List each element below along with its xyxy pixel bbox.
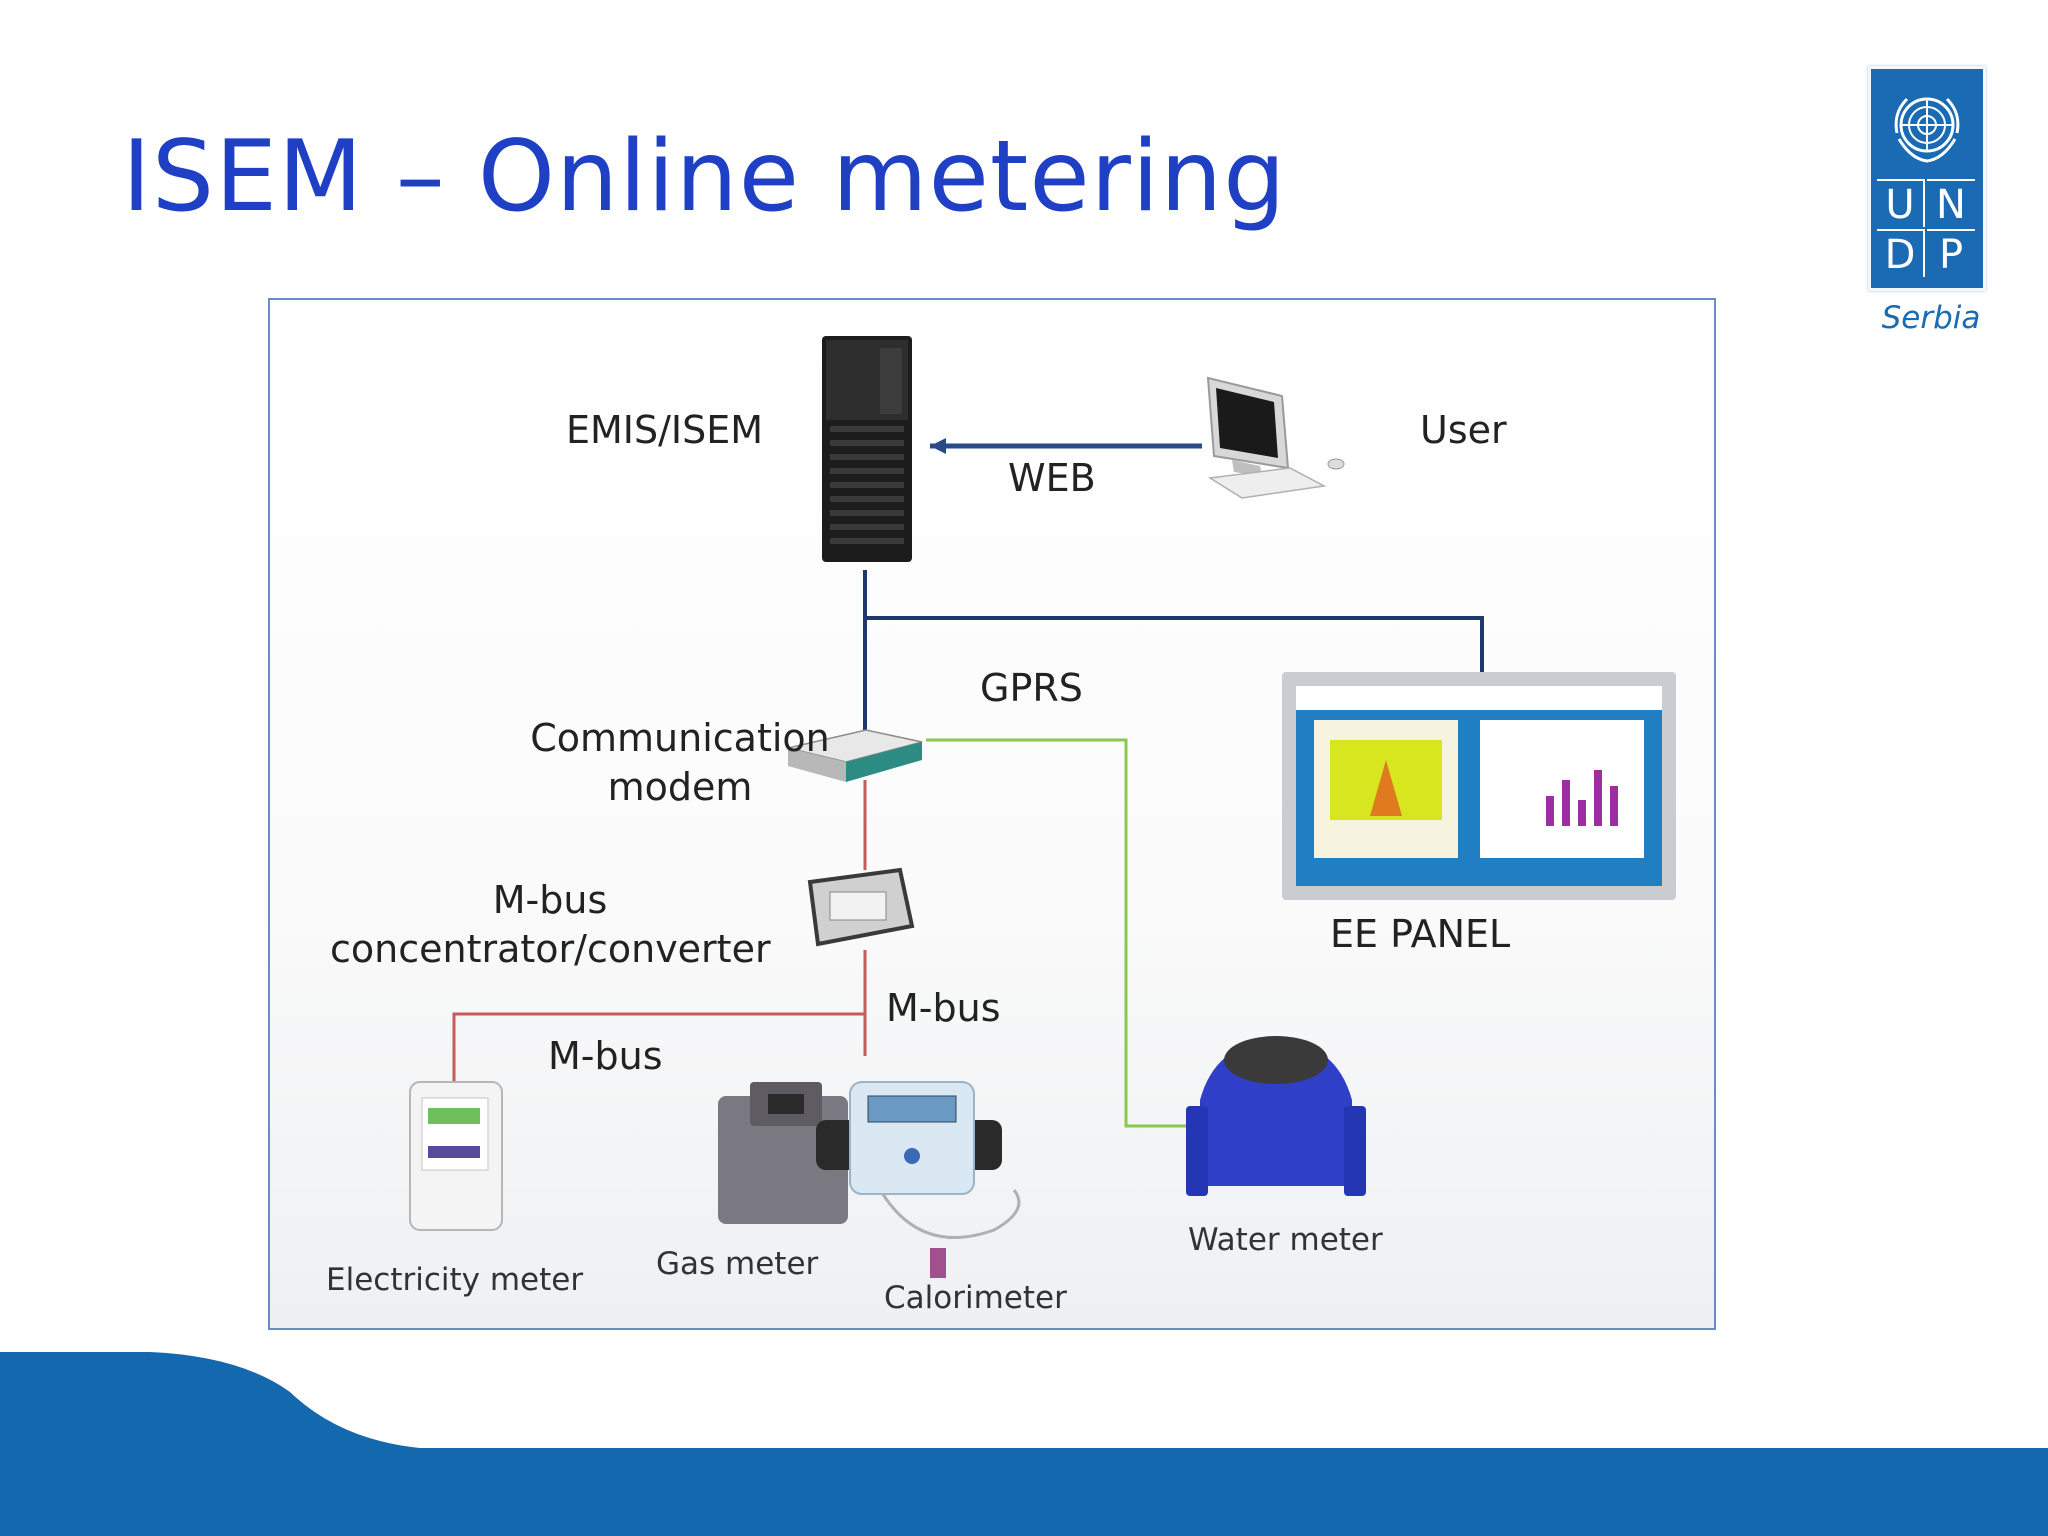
logo-letter-u: U (1877, 179, 1925, 228)
logo-letter-d: D (1877, 229, 1925, 278)
mbus-label-left: M-bus (548, 1034, 663, 1078)
undp-logo: U N D P (1868, 66, 1986, 291)
modem-label-line1: Communication (530, 716, 830, 760)
gprs-line (926, 738, 1192, 1128)
calorimeter-icon (816, 1081, 1021, 1278)
mbus-label-right: M-bus (886, 986, 1001, 1030)
logo-letter-p: P (1927, 229, 1975, 278)
computer-icon (1206, 376, 1345, 499)
modem-label-line2: modem (607, 765, 753, 810)
slide-title: ISEM – Online metering (122, 120, 1287, 234)
electricity-meter-icon (409, 1081, 503, 1231)
web-arrowhead (930, 438, 946, 454)
logo-letter-n: N (1927, 179, 1975, 228)
network-diagram (409, 336, 1676, 1278)
gas-meter-label: Gas meter (656, 1246, 819, 1282)
diagram-frame: EMIS/ISEM WEB User GPRS Communication mo… (268, 298, 1716, 1330)
server-label: EMIS/ISEM (566, 408, 764, 452)
ee-panel-label: EE PANEL (1330, 912, 1511, 956)
electricity-meter-label: Electricity meter (326, 1262, 584, 1298)
logo-caption: Serbia (1881, 300, 1981, 336)
modem-label: Communication modem (440, 714, 920, 813)
ee-panel-screen-icon (1282, 672, 1676, 900)
calorimeter-label: Calorimeter (884, 1280, 1067, 1316)
mbus-concentrator-icon (807, 867, 915, 947)
user-label: User (1420, 408, 1507, 452)
concentrator-label: M-bus concentrator/converter (330, 876, 771, 975)
web-label: WEB (1008, 456, 1096, 500)
concentrator-label-line2: concentrator/converter (330, 927, 771, 972)
modem-icon (787, 729, 923, 782)
server-icon (822, 336, 912, 562)
gprs-label: GPRS (980, 666, 1083, 710)
gas-meter-icon (718, 1082, 848, 1224)
footer-wave (0, 1352, 2048, 1536)
network-to-ee-panel-line (865, 616, 1484, 672)
un-emblem-icon (1894, 97, 1960, 163)
mbus-electricity-line (452, 1012, 865, 1086)
concentrator-label-line1: M-bus (492, 878, 608, 922)
water-meter-icon (1186, 1036, 1366, 1196)
water-meter-label: Water meter (1188, 1222, 1383, 1258)
